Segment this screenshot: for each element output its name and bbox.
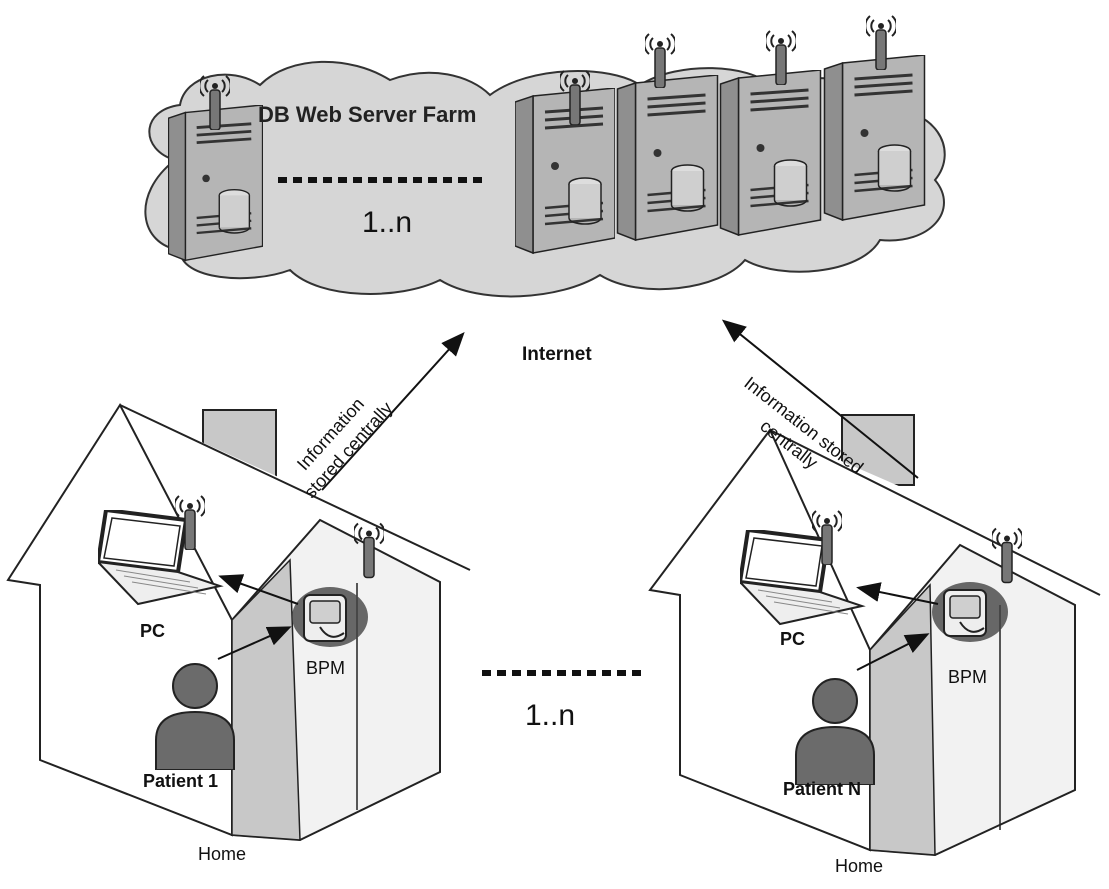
house-icon — [6, 403, 471, 842]
home-label: Home — [198, 844, 246, 864]
patient-label: Patient 1 — [143, 771, 218, 791]
arrow-bpm-to-pc — [856, 582, 939, 605]
blood-pressure-monitor-icon — [291, 586, 369, 648]
server-range-label: 1..n — [362, 206, 412, 239]
pc-label: PC — [780, 629, 805, 649]
house-icon — [648, 414, 1101, 857]
arrow-right-home-to-internet — [721, 319, 919, 479]
blood-pressure-monitor-icon — [931, 581, 1009, 643]
arrow-left-home-to-internet — [321, 332, 465, 491]
bpm-label: BPM — [306, 658, 345, 678]
server-icon — [822, 55, 927, 222]
arrow-patient-to-bpm — [856, 633, 930, 671]
server-farm-title: DB Web Server Farm — [258, 102, 476, 127]
arrow-patient-to-bpm — [217, 626, 292, 660]
server-icon — [515, 88, 615, 255]
server-icon — [718, 70, 823, 237]
pc-label: PC — [140, 621, 165, 641]
bpm-label: BPM — [948, 667, 987, 687]
server-icon — [615, 75, 720, 242]
home-label: Home — [835, 856, 883, 876]
internet-label: Internet — [522, 344, 592, 365]
arrow-bpm-to-pc — [218, 574, 299, 605]
left-arrow-label: Information stored centrally — [293, 394, 397, 502]
home-range-label: 1..n — [525, 699, 575, 732]
patient-label: Patient N — [783, 779, 861, 799]
